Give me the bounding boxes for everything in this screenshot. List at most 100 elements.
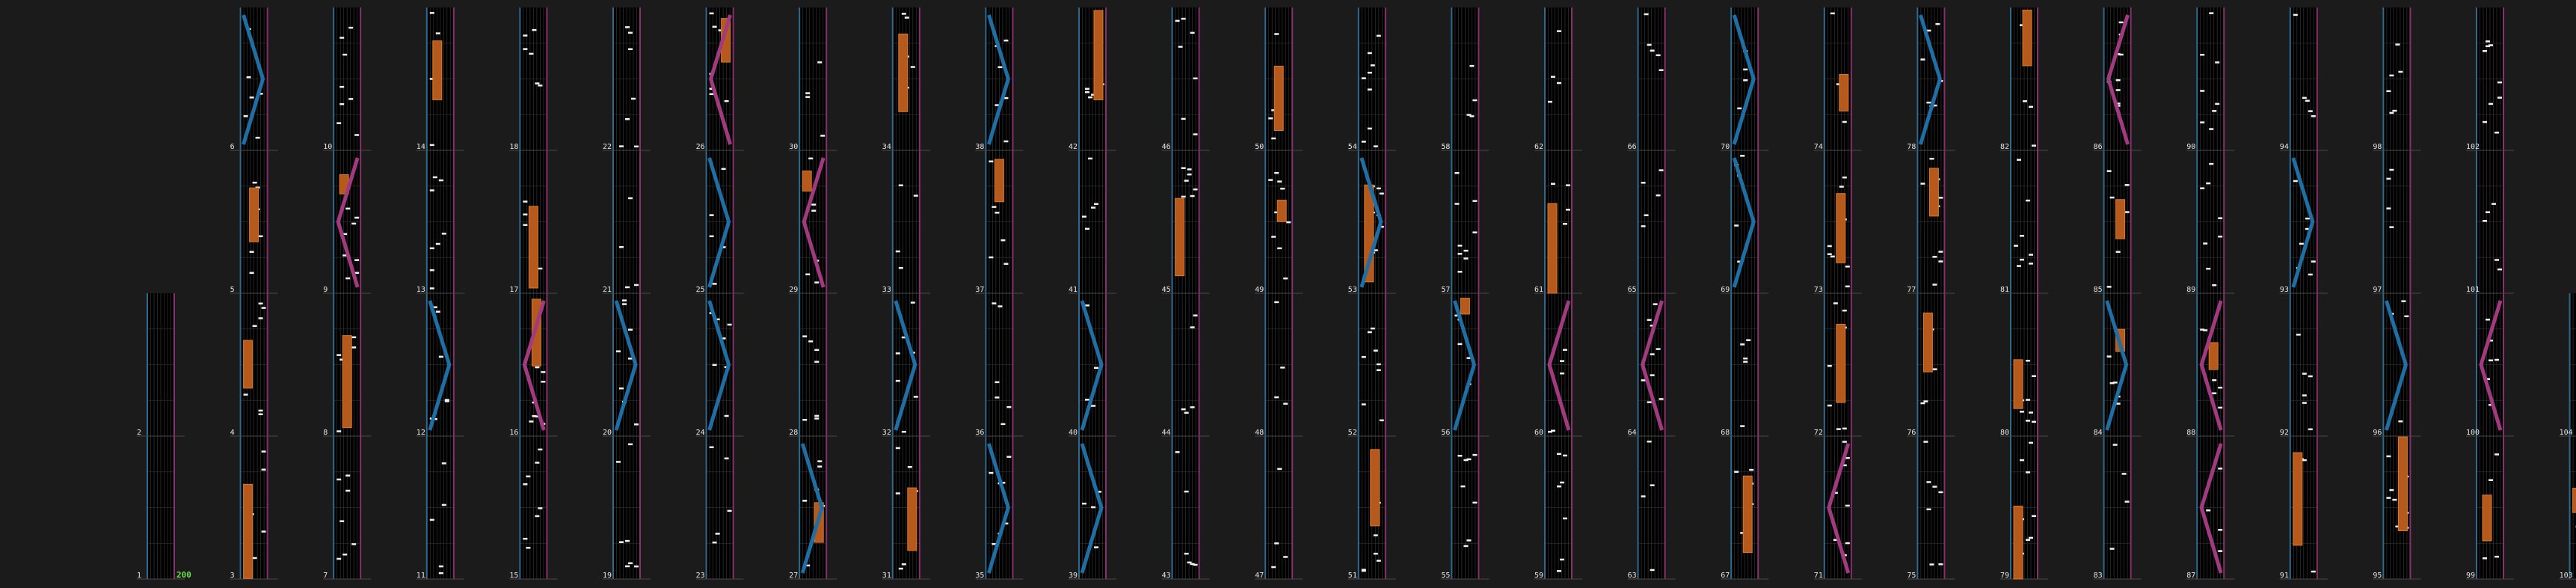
note (895, 447, 900, 450)
note (2389, 74, 2394, 77)
note (622, 299, 627, 301)
note (2109, 382, 2115, 385)
note (1938, 491, 1943, 494)
note (541, 371, 546, 373)
measure-number: 5 (230, 286, 235, 294)
note (1833, 539, 1838, 542)
note (820, 135, 826, 137)
note (243, 115, 248, 117)
note (989, 160, 994, 163)
note (1457, 253, 1463, 255)
scratch-line-magenta (2479, 300, 2503, 431)
note (1463, 545, 1469, 548)
note (1277, 468, 1282, 471)
note (1557, 30, 1561, 32)
note (1091, 405, 1095, 407)
note (2494, 358, 2499, 361)
note (2203, 329, 2208, 331)
note (1644, 214, 1649, 216)
measure-number: 100 (2466, 429, 2480, 437)
note (1656, 348, 1661, 350)
note (2308, 375, 2313, 378)
note (1926, 508, 1931, 511)
note (2020, 234, 2024, 237)
freeze-bar (907, 487, 917, 551)
freeze-bar (432, 40, 443, 100)
measure-number: 10 (323, 143, 332, 151)
note (1277, 180, 1282, 183)
note (628, 197, 633, 200)
note (2124, 500, 2130, 503)
note (1926, 481, 1931, 483)
freeze-bar (994, 159, 1004, 203)
note (354, 134, 360, 136)
measure-number: 41 (1069, 286, 1078, 294)
note (2486, 318, 2490, 321)
scratch-line-blue (1453, 300, 1476, 431)
note (2112, 382, 2118, 384)
note (1566, 184, 1570, 186)
note (2492, 203, 2496, 205)
measure-number: 21 (603, 286, 612, 294)
measure-number: 25 (696, 286, 705, 294)
measure-number: 22 (603, 143, 612, 151)
measure-5: 5 (230, 150, 278, 294)
note (1653, 303, 1658, 305)
note (2121, 473, 2127, 475)
note (1920, 402, 1925, 405)
note (523, 224, 528, 226)
note (814, 361, 820, 363)
measure-47: 47 (1255, 436, 1303, 580)
note (523, 200, 528, 203)
scratch-line-magenta (1827, 443, 1851, 574)
measure-number: 68 (1721, 429, 1730, 437)
note (1190, 326, 1195, 328)
note (1376, 34, 1381, 37)
measure-20: 20 (603, 293, 651, 437)
note (817, 61, 823, 64)
note (438, 179, 443, 182)
note (261, 307, 266, 309)
measure-number: 6 (230, 143, 235, 151)
note (2106, 286, 2112, 288)
scratch-line-blue (1359, 157, 1383, 288)
note (1737, 260, 1742, 263)
note (1190, 563, 1195, 566)
note (1740, 155, 1745, 157)
note (1367, 127, 1372, 130)
note (258, 409, 263, 412)
note (1094, 203, 1098, 205)
note (1271, 566, 1276, 569)
note (1085, 304, 1089, 307)
measure-number: 13 (416, 286, 425, 294)
note (532, 414, 537, 417)
note (2109, 196, 2115, 199)
freeze-bar (898, 33, 909, 112)
note (2218, 406, 2223, 409)
note (2020, 24, 2024, 26)
measure-number: 8 (323, 429, 328, 437)
note (1268, 179, 1273, 181)
note (1463, 257, 1469, 260)
note (261, 530, 266, 533)
measure-number: 42 (1069, 143, 1078, 151)
note (1466, 357, 1472, 359)
note (1548, 100, 1552, 103)
note (2293, 180, 2298, 183)
scratch-line-magenta (1641, 300, 1664, 431)
note (2200, 121, 2205, 123)
measure-74: 74 (1813, 7, 1862, 151)
measure-number: 28 (789, 429, 798, 437)
note (429, 287, 434, 290)
note (1367, 52, 1372, 55)
note (1472, 200, 1478, 202)
measure-46: 46 (1161, 7, 1210, 151)
measure-number: 65 (1628, 286, 1637, 294)
note (1274, 33, 1279, 35)
note (1845, 285, 1850, 288)
scratch-line-blue (987, 14, 1010, 145)
measure-number: 58 (1441, 143, 1450, 151)
note (2386, 90, 2391, 93)
freeze-bar (249, 187, 259, 242)
note (339, 358, 345, 361)
